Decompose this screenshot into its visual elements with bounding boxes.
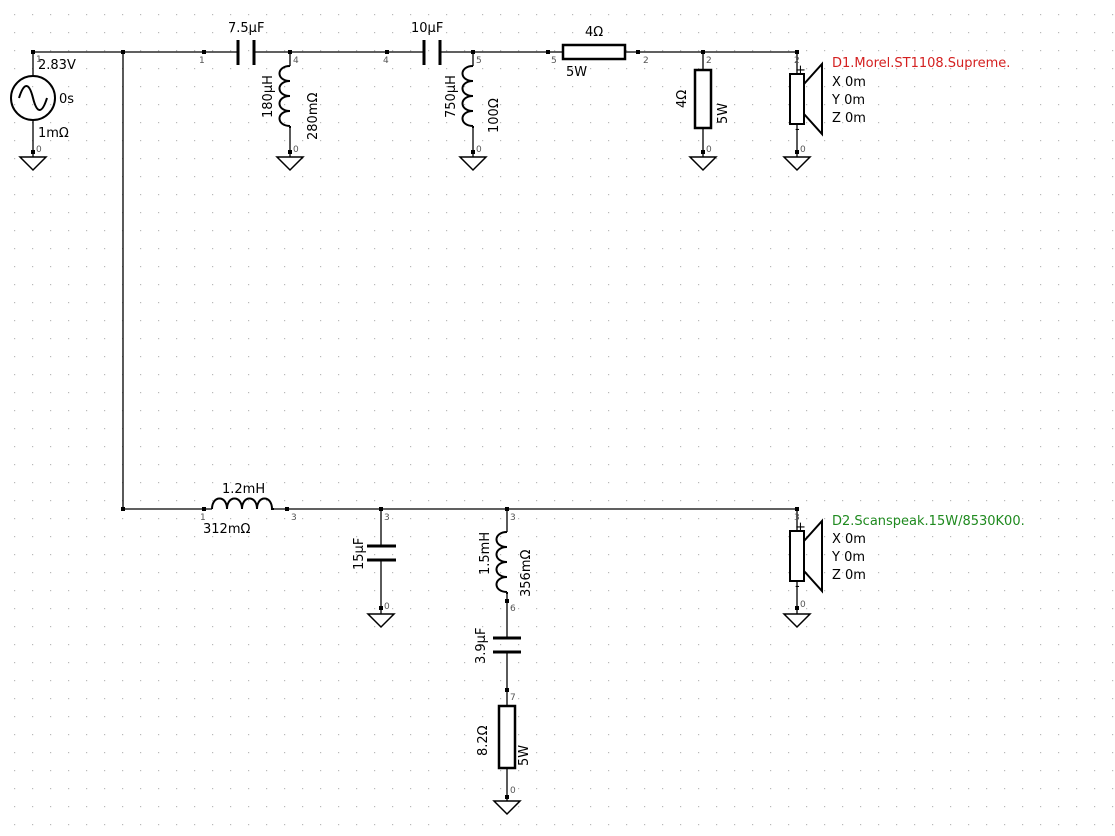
node-number: 0 (293, 145, 299, 155)
node-number: 3 (384, 513, 390, 523)
tweeter-inductor-l1[interactable] (278, 65, 291, 128)
driver-d1-z: Z 0m (832, 111, 866, 126)
tweeter-l1-inductance: 180µH (261, 75, 276, 118)
driver-d1-y: Y 0m (831, 93, 865, 108)
node-number: 5 (476, 56, 482, 66)
woofer-r-power: 5W (517, 745, 532, 766)
tweeter-shunt-r-power: 5W (716, 103, 731, 124)
woofer-l1-resistance: 312mΩ (203, 522, 250, 537)
d2-plus-terminal: + (795, 520, 806, 535)
d1-minus-terminal: - (795, 122, 800, 137)
source-voltage-label: 2.83V (38, 58, 76, 73)
tweeter-series-r-power: 5W (566, 65, 587, 80)
driver-d2-z: Z 0m (832, 568, 866, 583)
node-number: 0 (510, 786, 516, 796)
node-number: 3 (291, 513, 297, 523)
node-number: 4 (293, 56, 299, 66)
woofer-capacitor-c2[interactable] (493, 636, 521, 654)
source-delay-label: 0s (59, 92, 74, 107)
driver-d2-name: D2.Scanspeak.15W/8530K00. (832, 514, 1025, 529)
sine-wave-icon (18, 85, 48, 111)
node-number: 0 (384, 602, 390, 612)
tweeter-capacitor-c2[interactable] (422, 40, 442, 65)
tweeter-capacitor-c1[interactable] (236, 40, 256, 65)
tweeter-l2-inductance: 750µH (444, 75, 459, 118)
driver-d1-x: X 0m (832, 75, 866, 90)
woofer-inductor-l1[interactable] (211, 497, 274, 510)
node-number: 0 (476, 145, 482, 155)
d1-plus-terminal: + (795, 63, 806, 78)
node-number: 2 (706, 56, 712, 66)
speaker-d2-icon[interactable] (789, 518, 823, 594)
tweeter-c2-value: 10µF (411, 21, 443, 36)
node-number: 0 (800, 600, 806, 610)
tweeter-l1-resistance: 280mΩ (306, 93, 321, 140)
node-number: 5 (551, 56, 557, 66)
node-number: 1 (36, 55, 42, 65)
node-number: 0 (706, 145, 712, 155)
woofer-notch-resistor[interactable] (497, 704, 517, 770)
node-number: 2 (794, 56, 800, 66)
speaker-d1-icon[interactable] (789, 61, 823, 137)
node-number: 3 (794, 513, 800, 523)
node-number: 1 (200, 513, 206, 523)
wires (32, 51, 798, 797)
tweeter-inductor-l2[interactable] (461, 65, 474, 128)
tweeter-series-r-value: 4Ω (585, 25, 603, 40)
tweeter-c1-value: 7.5µF (228, 21, 264, 36)
tweeter-series-resistor[interactable] (561, 43, 627, 61)
woofer-l2-inductance: 1.5mH (478, 532, 493, 575)
voltage-source[interactable] (10, 75, 56, 121)
woofer-l2-resistance: 356mΩ (519, 550, 534, 597)
node-number: 3 (510, 513, 516, 523)
tweeter-l2-resistance: 100Ω (487, 98, 502, 133)
driver-d1-name: D1.Morel.ST1108.Supreme. (832, 56, 1010, 71)
node-number: 0 (36, 145, 42, 155)
tweeter-shunt-r-value: 4Ω (675, 90, 690, 108)
woofer-r-value: 8.2Ω (476, 725, 491, 756)
node-number: 2 (643, 56, 649, 66)
woofer-c1-value: 15µF (352, 538, 367, 570)
woofer-inductor-l2[interactable] (495, 531, 508, 594)
node-number: 4 (383, 56, 389, 66)
driver-d2-x: X 0m (832, 532, 866, 547)
driver-d2-y: Y 0m (831, 550, 865, 565)
woofer-c2-value: 3.9µF (474, 628, 489, 664)
node-number: 7 (510, 693, 516, 703)
node-number: 1 (199, 56, 205, 66)
source-resistance-label: 1mΩ (38, 126, 69, 141)
d2-minus-terminal: - (795, 579, 800, 594)
tweeter-shunt-resistor[interactable] (693, 68, 713, 130)
node-number: 6 (510, 604, 516, 614)
woofer-l1-inductance: 1.2mH (222, 482, 265, 497)
node-number: 0 (800, 145, 806, 155)
woofer-capacitor-c1[interactable] (367, 544, 396, 562)
